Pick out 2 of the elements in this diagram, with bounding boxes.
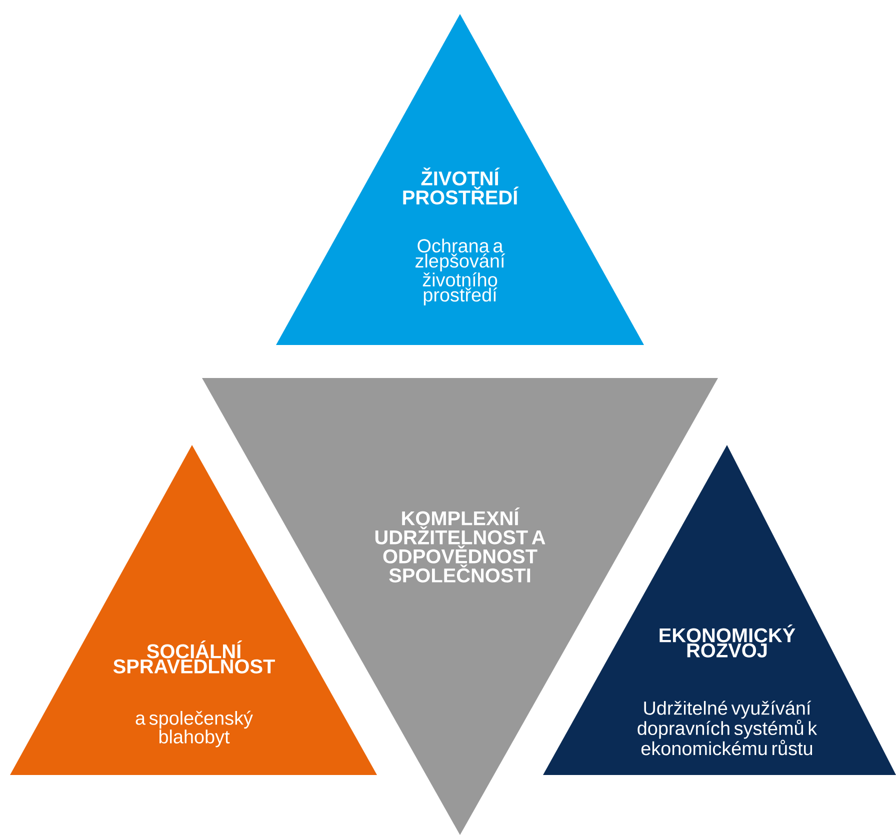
triangle: ŽIVOTNÍ PROSTŘEDÍ Ochrana a zlepšování životního prostředí	[276, 14, 644, 345]
triangle: SOCIÁLNÍ SPRAVEDLNOST a společenský blahobyt	[10, 444, 377, 775]
